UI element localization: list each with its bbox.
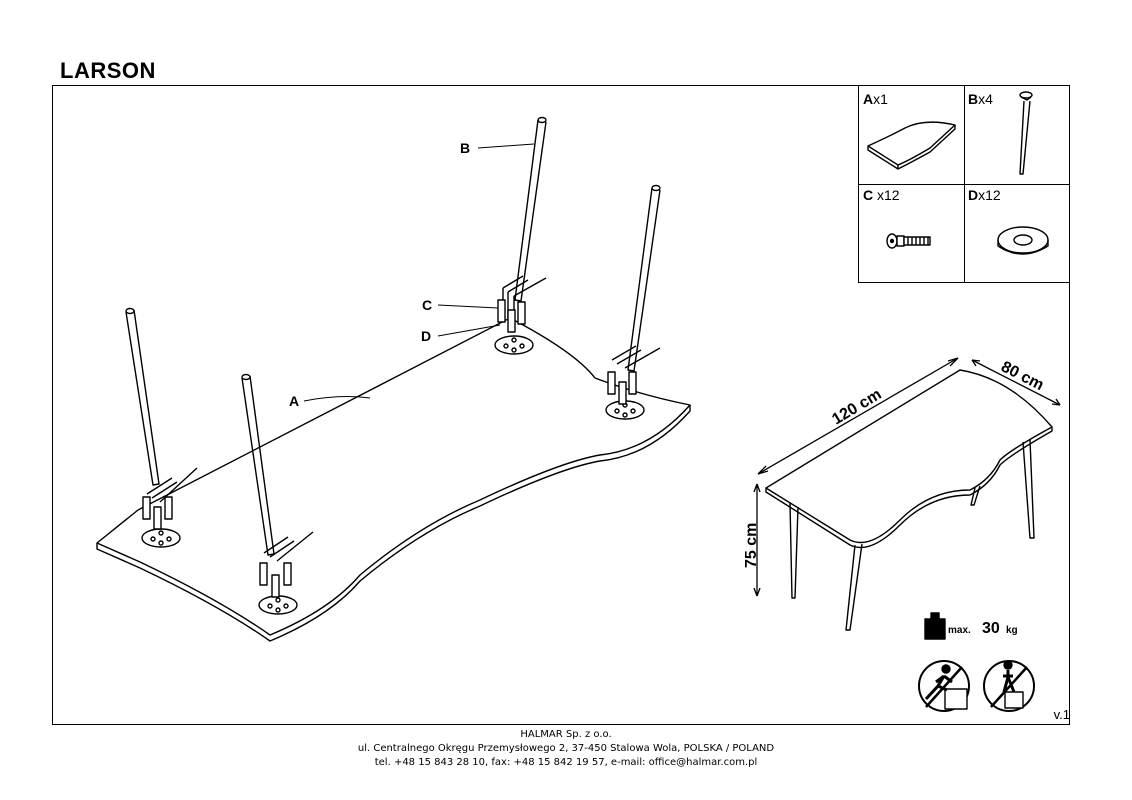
tabletop-underside <box>96 317 691 642</box>
part-b-label: Bx4 <box>968 91 993 107</box>
version-label: v.1 <box>1053 707 1070 722</box>
leg-part-icon <box>1019 91 1033 175</box>
no-climbing-icon <box>918 660 970 712</box>
callout-d: D <box>421 328 431 344</box>
leg-front-left <box>125 307 198 548</box>
footer-company: HALMAR Sp. z o.o. <box>520 729 612 740</box>
footer-contact: tel. +48 15 843 28 10, fax: +48 15 842 1… <box>374 757 758 768</box>
footer: HALMAR Sp. z o.o. ul. Centralnego Okręgu… <box>0 728 1132 770</box>
max-load-prefix: max. <box>948 625 971 636</box>
callout-a: A <box>289 393 299 409</box>
max-load-value: 30 <box>982 620 1000 637</box>
tabletop-part-icon <box>867 121 956 170</box>
dimension-height: 75 cm <box>743 523 760 568</box>
leg-back-left <box>494 116 547 355</box>
max-load-unit: kg <box>1006 625 1018 636</box>
parts-list: Ax1 Bx4 C x12 Dx12 <box>858 86 1070 283</box>
leg-back-right <box>605 184 661 420</box>
part-d-label: Dx12 <box>968 187 1001 203</box>
document-title: LARSON <box>60 58 156 83</box>
callout-b: B <box>460 140 470 156</box>
footer-address: ul. Centralnego Okręgu Przemysłowego 2, … <box>357 743 775 754</box>
washer-part-icon <box>997 226 1049 255</box>
bolt-part-icon <box>886 233 931 249</box>
dimension-drawing <box>753 357 1061 631</box>
part-c-label: C x12 <box>863 187 900 203</box>
no-standing-icon <box>983 660 1035 712</box>
leg-front-right <box>241 373 314 615</box>
part-a-label: Ax1 <box>863 91 888 107</box>
instruction-frame <box>52 85 1070 725</box>
callout-c: C <box>422 297 432 313</box>
weight-icon <box>924 612 946 640</box>
